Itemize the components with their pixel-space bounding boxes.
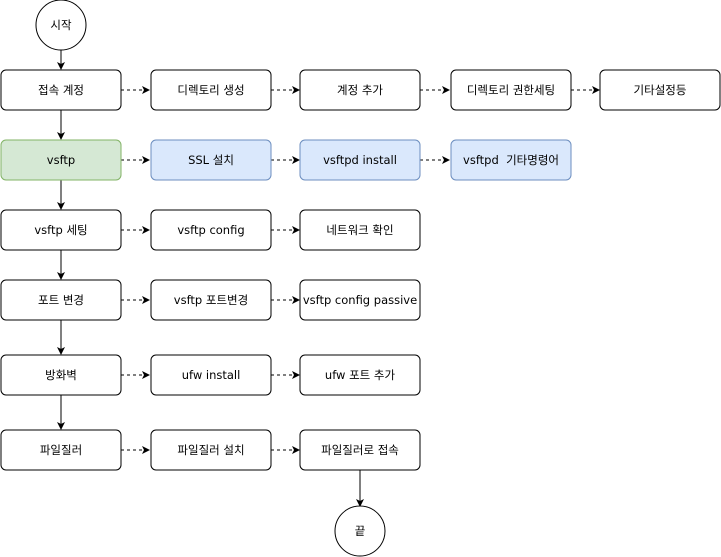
node-filezilla-install: 파일질러 설치 [150, 429, 272, 471]
node-filezilla-install-label: 파일질러 설치 [177, 443, 244, 457]
node-vsftp-port-change: vsftp 포트변경 [150, 279, 272, 321]
node-port-change: 포트 변경 [0, 279, 122, 321]
node-ssl: SSL 설치 [150, 139, 272, 181]
start-label: 시작 [50, 18, 72, 32]
vertical-connectors [57, 50, 364, 507]
node-vsftp-setting: vsftp 세팅 [0, 209, 122, 251]
node-filezilla: 파일질러 [0, 429, 122, 471]
node-vsftp: vsftp [0, 139, 122, 181]
node-add-account: 계정 추가 [299, 69, 421, 111]
node-ssl-label: SSL 설치 [188, 153, 234, 167]
node-port-change-label: 포트 변경 [38, 293, 84, 307]
node-login-label: 접속 계정 [38, 83, 84, 97]
node-vsftp-setting-label: vsftp 세팅 [34, 223, 87, 237]
node-vsftp-passive: vsftp config passive [299, 279, 421, 321]
node-vsftp-config: vsftp config [150, 209, 272, 251]
node-vsftp-port-change-label: vsftp 포트변경 [174, 293, 248, 307]
node-vsftp-passive-label: vsftp config passive [303, 293, 417, 307]
node-firewall: 방화벽 [0, 354, 122, 396]
node-etc-settings-label: 기타설정등 [634, 83, 687, 97]
node-dir-perm: 디렉토리 권한세팅 [450, 69, 572, 111]
node-filezilla-connect-label: 파일질러로 접속 [321, 443, 399, 457]
node-ufw-install-label: ufw install [182, 368, 241, 382]
node-vsftp-label: vsftp [47, 153, 75, 167]
node-filezilla-connect: 파일질러로 접속 [299, 429, 421, 471]
node-vsftpd-etc: vsftpd 기타명령어 [450, 139, 572, 181]
node-mkdir: 디렉토리 생성 [150, 69, 272, 111]
node-network-check: 네트워크 확인 [299, 209, 421, 251]
node-vsftpd-install-label: vsftpd install [323, 153, 397, 167]
node-vsftpd-etc-label: vsftpd 기타명령어 [463, 153, 559, 167]
node-add-account-label: 계정 추가 [337, 83, 383, 97]
node-vsftpd-install: vsftpd install [299, 139, 421, 181]
end-node: 끝 [334, 505, 386, 557]
node-vsftp-config-label: vsftp config [177, 223, 244, 237]
node-ufw-install: ufw install [150, 354, 272, 396]
node-mkdir-label: 디렉토리 생성 [177, 83, 244, 97]
horizontal-connectors [121, 86, 600, 454]
node-etc-settings: 기타설정등 [599, 69, 721, 111]
start-node: 시작 [35, 0, 87, 51]
node-filezilla-label: 파일질러 [40, 443, 82, 457]
node-ufw-port-add: ufw 포트 추가 [299, 354, 421, 396]
end-label: 끝 [355, 524, 366, 538]
node-ufw-port-add-label: ufw 포트 추가 [325, 368, 396, 382]
node-firewall-label: 방화벽 [45, 368, 77, 382]
node-network-check-label: 네트워크 확인 [326, 223, 393, 237]
node-dir-perm-label: 디렉토리 권한세팅 [467, 83, 555, 97]
node-login: 접속 계정 [0, 69, 122, 111]
